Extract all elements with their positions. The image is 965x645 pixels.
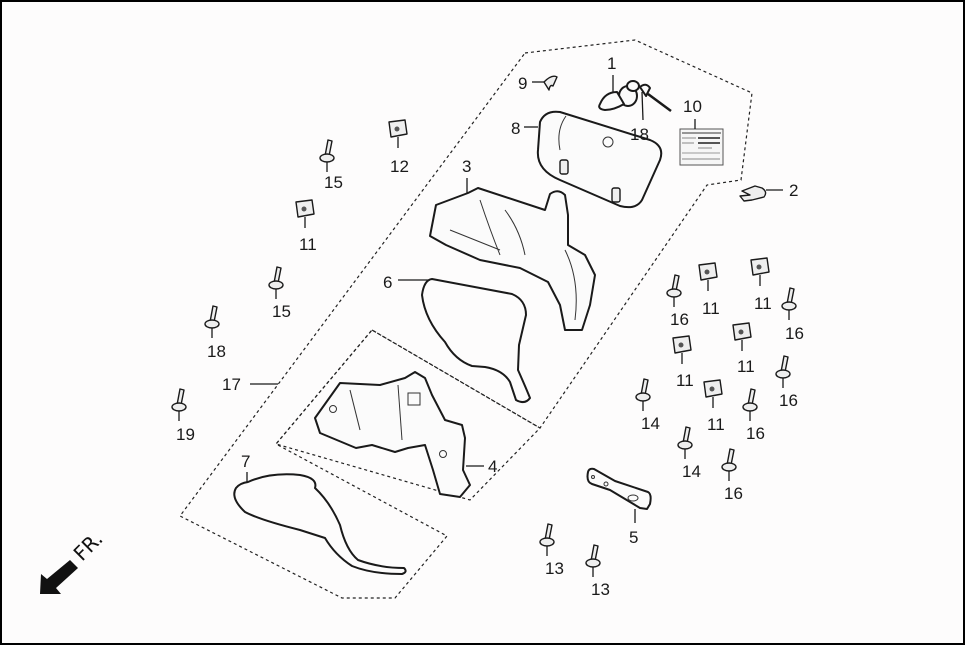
callout-13: 13 <box>591 580 610 599</box>
callout-16: 16 <box>724 484 743 503</box>
screw-16b <box>781 287 797 320</box>
speed-nut-11b <box>698 262 718 291</box>
speed-nut-11d <box>732 322 752 351</box>
callout-17: 17 <box>222 375 241 394</box>
front-direction-indicator: FR. <box>40 527 107 594</box>
callout-13: 13 <box>545 559 564 578</box>
callout-16: 16 <box>746 424 765 443</box>
callout-15: 15 <box>272 302 291 321</box>
callout-6: 6 <box>383 273 392 292</box>
callout-11: 11 <box>299 235 317 254</box>
callout-16: 16 <box>779 391 798 410</box>
screw-13b <box>585 544 601 577</box>
gasket-lower-part <box>233 472 407 575</box>
lid-part <box>524 110 663 209</box>
callout-11: 11 <box>737 357 755 376</box>
callout-16: 16 <box>785 324 804 343</box>
speed-nut-11a <box>295 199 315 228</box>
screw-16d <box>742 388 758 421</box>
screw-14b <box>677 426 693 459</box>
speed-nut-11c <box>750 257 770 286</box>
callout-3: 3 <box>462 157 471 176</box>
speed-nut-12 <box>388 119 408 148</box>
callout-2: 2 <box>789 181 798 200</box>
callout-11: 11 <box>707 415 725 434</box>
callout-18: 18 <box>207 342 226 361</box>
caution-label-part <box>679 119 724 166</box>
screw-15a <box>319 139 335 172</box>
callout-12: 12 <box>390 157 409 176</box>
callout-1: 1 <box>607 54 616 73</box>
screw-16e <box>721 448 737 481</box>
screw-19 <box>171 388 187 421</box>
callout-14: 14 <box>682 462 701 481</box>
latch-clip-part <box>532 75 558 91</box>
inner-box-lower-boundary <box>274 329 541 501</box>
callout-4: 4 <box>488 457 497 476</box>
screw-15b <box>268 266 284 299</box>
callout-16: 16 <box>670 310 689 329</box>
callout-labels: 1 18 9 8 10 2 3 12 15 11 15 6 18 17 19 4 7 16 11 11 16 11 11 16… <box>176 54 804 599</box>
screw-16c <box>775 355 791 388</box>
callout-10: 10 <box>683 97 702 116</box>
callout-7: 7 <box>241 452 250 471</box>
screw-18 <box>204 305 220 338</box>
inner-box-upper-part <box>429 178 596 331</box>
assembly-17-boundary <box>179 39 753 599</box>
callout-19: 19 <box>176 425 195 444</box>
screw-16a <box>666 274 682 307</box>
key-part <box>626 80 672 121</box>
callout-18: 18 <box>630 125 649 144</box>
bracket-plate-part <box>586 467 652 523</box>
callout-5: 5 <box>629 528 638 547</box>
screw-13a <box>539 523 555 556</box>
screw-14a <box>635 378 651 411</box>
speed-nut-11e <box>672 335 692 364</box>
callout-11: 11 <box>702 299 720 318</box>
callout-8: 8 <box>511 119 520 138</box>
inner-box-lower-part <box>314 371 484 498</box>
callout-11: 11 <box>676 371 694 390</box>
fr-label: FR. <box>69 527 108 566</box>
gasket-upper-part <box>398 278 531 404</box>
callout-11: 11 <box>754 294 772 313</box>
callout-14: 14 <box>641 414 660 433</box>
clip-part <box>739 185 783 202</box>
speed-nut-11f <box>703 379 723 408</box>
callout-9: 9 <box>518 74 527 93</box>
arrow-down-left-icon <box>40 560 78 594</box>
callout-15: 15 <box>324 173 343 192</box>
